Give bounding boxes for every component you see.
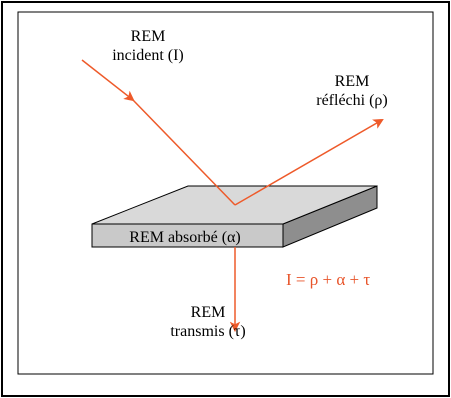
transmitted-label-line2: transmis (τ) <box>170 323 246 340</box>
transmitted-label: REM transmis (τ) <box>148 303 268 341</box>
slab-front-face <box>91 223 284 248</box>
incident-label-line1: REM <box>130 28 166 45</box>
incident-ray-continuation <box>132 99 236 206</box>
incident-label: REM incident (I) <box>88 27 208 65</box>
incident-label-line2: incident (I) <box>112 47 184 64</box>
energy-balance-equation: I = ρ + α + τ <box>286 270 371 289</box>
reflected-ray <box>234 118 384 206</box>
absorbed-label: REM absorbé (α) <box>129 229 241 246</box>
transmitted-label-line1: REM <box>190 304 226 321</box>
incident-ray <box>81 59 135 102</box>
reflected-label: REM réfléchi (ρ) <box>292 72 412 110</box>
reflected-label-line1: REM <box>334 73 370 90</box>
reflected-label-line2: réfléchi (ρ) <box>316 92 388 109</box>
